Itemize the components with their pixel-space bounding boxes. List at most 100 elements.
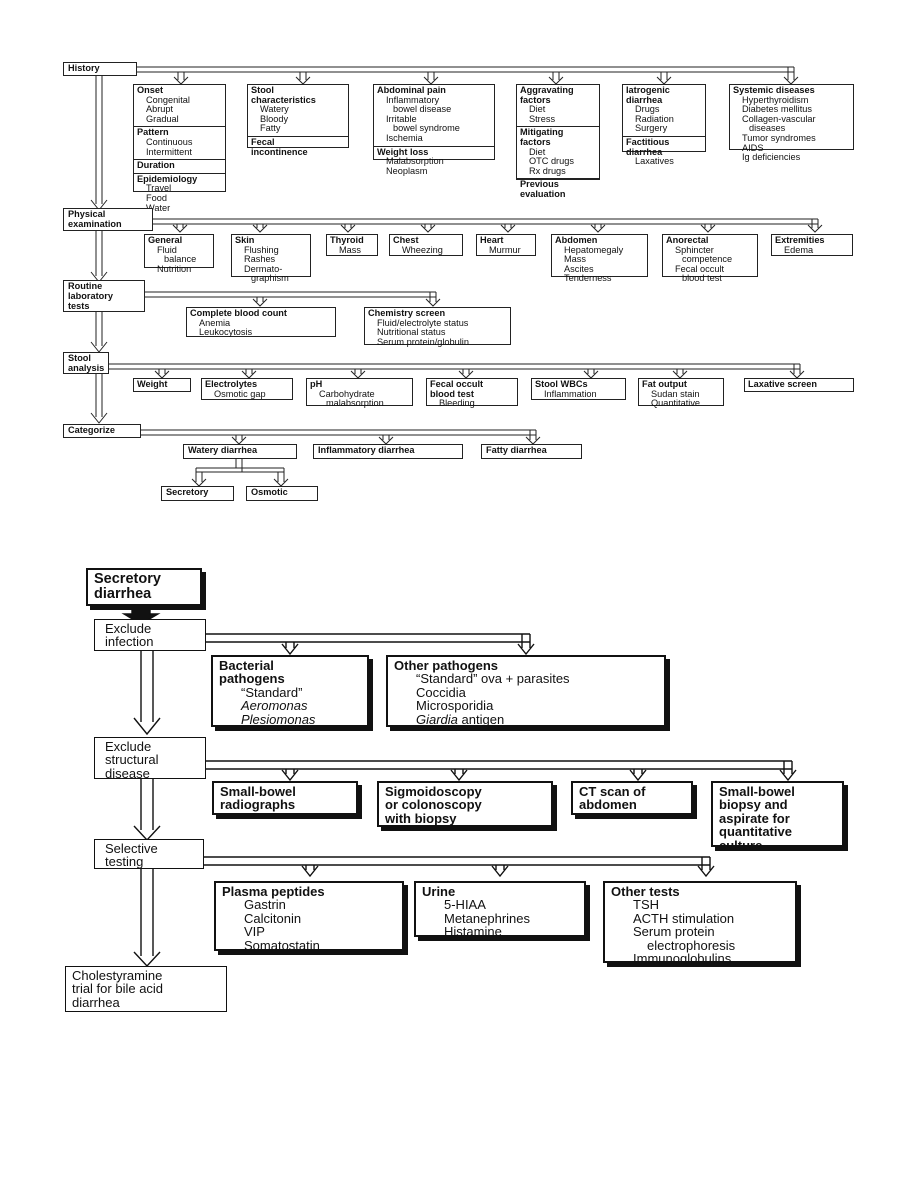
list-item: Somatostatin bbox=[244, 937, 320, 953]
list-item: Serum protein bbox=[633, 924, 715, 940]
list-item: Bloody bbox=[260, 113, 289, 124]
osmotic-box: Osmotic bbox=[246, 486, 318, 501]
chemistry-screen-box: Chemistry screen Fluid/electrolyte statu… bbox=[364, 307, 511, 347]
iatrogenic-title-2: diarrhea bbox=[626, 94, 663, 105]
history-iatrogenic-box: Iatrogenic diarrhea Drugs Radiation Surg… bbox=[622, 84, 706, 166]
list-item: Tumor syndromes bbox=[742, 132, 816, 143]
exam-extremities-box: Extremities Edema bbox=[771, 234, 853, 256]
other-pathogens-box: Other pathogens “Standard” ova + parasit… bbox=[386, 655, 666, 727]
list-item: TSH bbox=[633, 897, 659, 913]
abdominal-title: Abdominal pain bbox=[377, 85, 446, 95]
list-item: Ascites bbox=[564, 263, 594, 274]
list-item: diseases bbox=[749, 123, 786, 134]
list-item: Intermittent bbox=[146, 146, 192, 157]
list-item: Bleeding bbox=[439, 398, 475, 409]
list-item: Water bbox=[146, 202, 171, 213]
list-item: Edema bbox=[784, 244, 814, 255]
stool-ph-box: pH Carbohydrate malabsorption bbox=[306, 378, 413, 409]
list-item: Mass bbox=[339, 244, 361, 255]
laxative-title: Laxative screen bbox=[748, 379, 817, 389]
sigmoidoscopy-box: Sigmoidoscopy or colonoscopy with biopsy bbox=[377, 781, 553, 827]
list-item: Fecal occult bbox=[675, 263, 725, 274]
list-item: Microsporidia bbox=[416, 698, 494, 714]
stool-weight-box: Weight bbox=[133, 378, 191, 392]
list-item: Mass bbox=[564, 254, 586, 265]
history-aggravating-box: Aggravating factors Diet Stress Mitigati… bbox=[516, 84, 600, 199]
factitious-title: Factitious bbox=[626, 136, 670, 147]
list-item: Gradual bbox=[146, 113, 179, 124]
sigmo-line1: Sigmoidoscopy bbox=[385, 784, 482, 799]
list-item: Giardia antigen bbox=[394, 712, 658, 726]
list-item: Diabetes mellitus bbox=[742, 104, 812, 115]
list-item: OTC drugs bbox=[529, 156, 574, 167]
list-item: Aeromonas bbox=[241, 698, 308, 714]
history-stool-box: Stool characteristics Watery Bloody Fatt… bbox=[247, 84, 349, 156]
list-item: Carbohydrate bbox=[319, 388, 375, 399]
mitigating-title: Mitigating bbox=[520, 127, 564, 138]
watery-diarrhea-box: Watery diarrhea bbox=[183, 444, 297, 459]
list-item: Collagen-vascular bbox=[742, 113, 816, 124]
categorize-label: Categorize bbox=[63, 424, 141, 438]
sigmo-line3: with biopsy bbox=[385, 810, 457, 826]
exam-skin-box: Skin Flushing Rashes Dermato- graphism bbox=[231, 234, 311, 283]
list-item: balance bbox=[164, 254, 197, 265]
fat-title: Fat output bbox=[642, 379, 687, 389]
list-item: Coccidia bbox=[416, 684, 466, 700]
ct-line2: abdomen bbox=[579, 797, 637, 813]
list-item: Watery bbox=[260, 104, 289, 115]
urine-title: Urine bbox=[422, 884, 456, 899]
history-systemic-box: Systemic diseases Hyperthyroidism Diabet… bbox=[729, 84, 854, 162]
secretory-diarrhea-title: Secretory diarrhea bbox=[86, 568, 202, 606]
stool-electrolytes-box: Electrolytes Osmotic gap bbox=[201, 378, 293, 400]
skin-title: Skin bbox=[235, 235, 255, 245]
inflammatory-diarrhea-box: Inflammatory diarrhea bbox=[313, 444, 463, 459]
sigmo-line2: or colonoscopy bbox=[385, 797, 482, 813]
list-item: Abrupt bbox=[146, 104, 174, 115]
list-item: Rashes bbox=[244, 254, 276, 265]
list-item: electrophoresis bbox=[647, 937, 736, 953]
small-bowel-radiographs-box: Small-bowel radiographs bbox=[212, 781, 358, 815]
secretory-box: Secretory bbox=[161, 486, 234, 501]
history-onset-box: Onset Congenital Abrupt Gradual Pattern … bbox=[133, 84, 226, 212]
general-title: General bbox=[148, 235, 183, 245]
list-item: Serum protein/globulin bbox=[377, 336, 469, 347]
fobt-title: Fecal occult bbox=[430, 379, 484, 389]
list-item: malabsorption bbox=[326, 398, 384, 409]
fecal-title-2: incontinence bbox=[251, 146, 308, 157]
chem-title: Chemistry screen bbox=[368, 308, 446, 318]
list-item: Diet bbox=[529, 104, 546, 115]
stool-fecal-occult-box: Fecal occult blood test Bleeding bbox=[426, 378, 518, 409]
list-item: VIP bbox=[244, 924, 265, 940]
list-item: Food bbox=[146, 192, 167, 203]
fobt-title-2: blood test bbox=[430, 388, 474, 399]
epidemiology-title: Epidemiology bbox=[137, 173, 198, 184]
list-item: Congenital bbox=[146, 94, 190, 105]
list-item: Nutritional status bbox=[377, 327, 446, 338]
list-item: Hepatomegaly bbox=[564, 244, 624, 255]
list-item: graphism bbox=[251, 273, 289, 284]
list-item: Fatty bbox=[260, 123, 281, 134]
complete-blood-count-box: Complete blood count Anemia Leukocytosis bbox=[186, 307, 336, 337]
list-item: Wheezing bbox=[402, 244, 443, 255]
bacterial-title: Bacterial bbox=[219, 658, 274, 673]
duration-section: Duration bbox=[134, 159, 225, 171]
list-item: Drugs bbox=[635, 104, 660, 115]
iatrogenic-title: Iatrogenic bbox=[626, 85, 670, 95]
list-item: Rx drugs bbox=[529, 165, 566, 176]
exam-anorectal-box: Anorectal Sphincter competence Fecal occ… bbox=[662, 234, 758, 283]
list-item: AIDS bbox=[742, 142, 764, 153]
aggravating-title: Aggravating bbox=[520, 85, 574, 95]
bacterial-title-2: pathogens bbox=[219, 671, 285, 687]
list-item: Immunoglobulins bbox=[633, 951, 732, 967]
list-item: Laxatives bbox=[635, 156, 674, 167]
aggravating-title-2: factors bbox=[520, 94, 551, 105]
small-bowel-biopsy-box: Small-bowel biopsy and aspirate for quan… bbox=[711, 781, 844, 852]
list-item: Leukocytosis bbox=[199, 327, 253, 338]
sb-biopsy-line5: culture bbox=[719, 837, 763, 853]
